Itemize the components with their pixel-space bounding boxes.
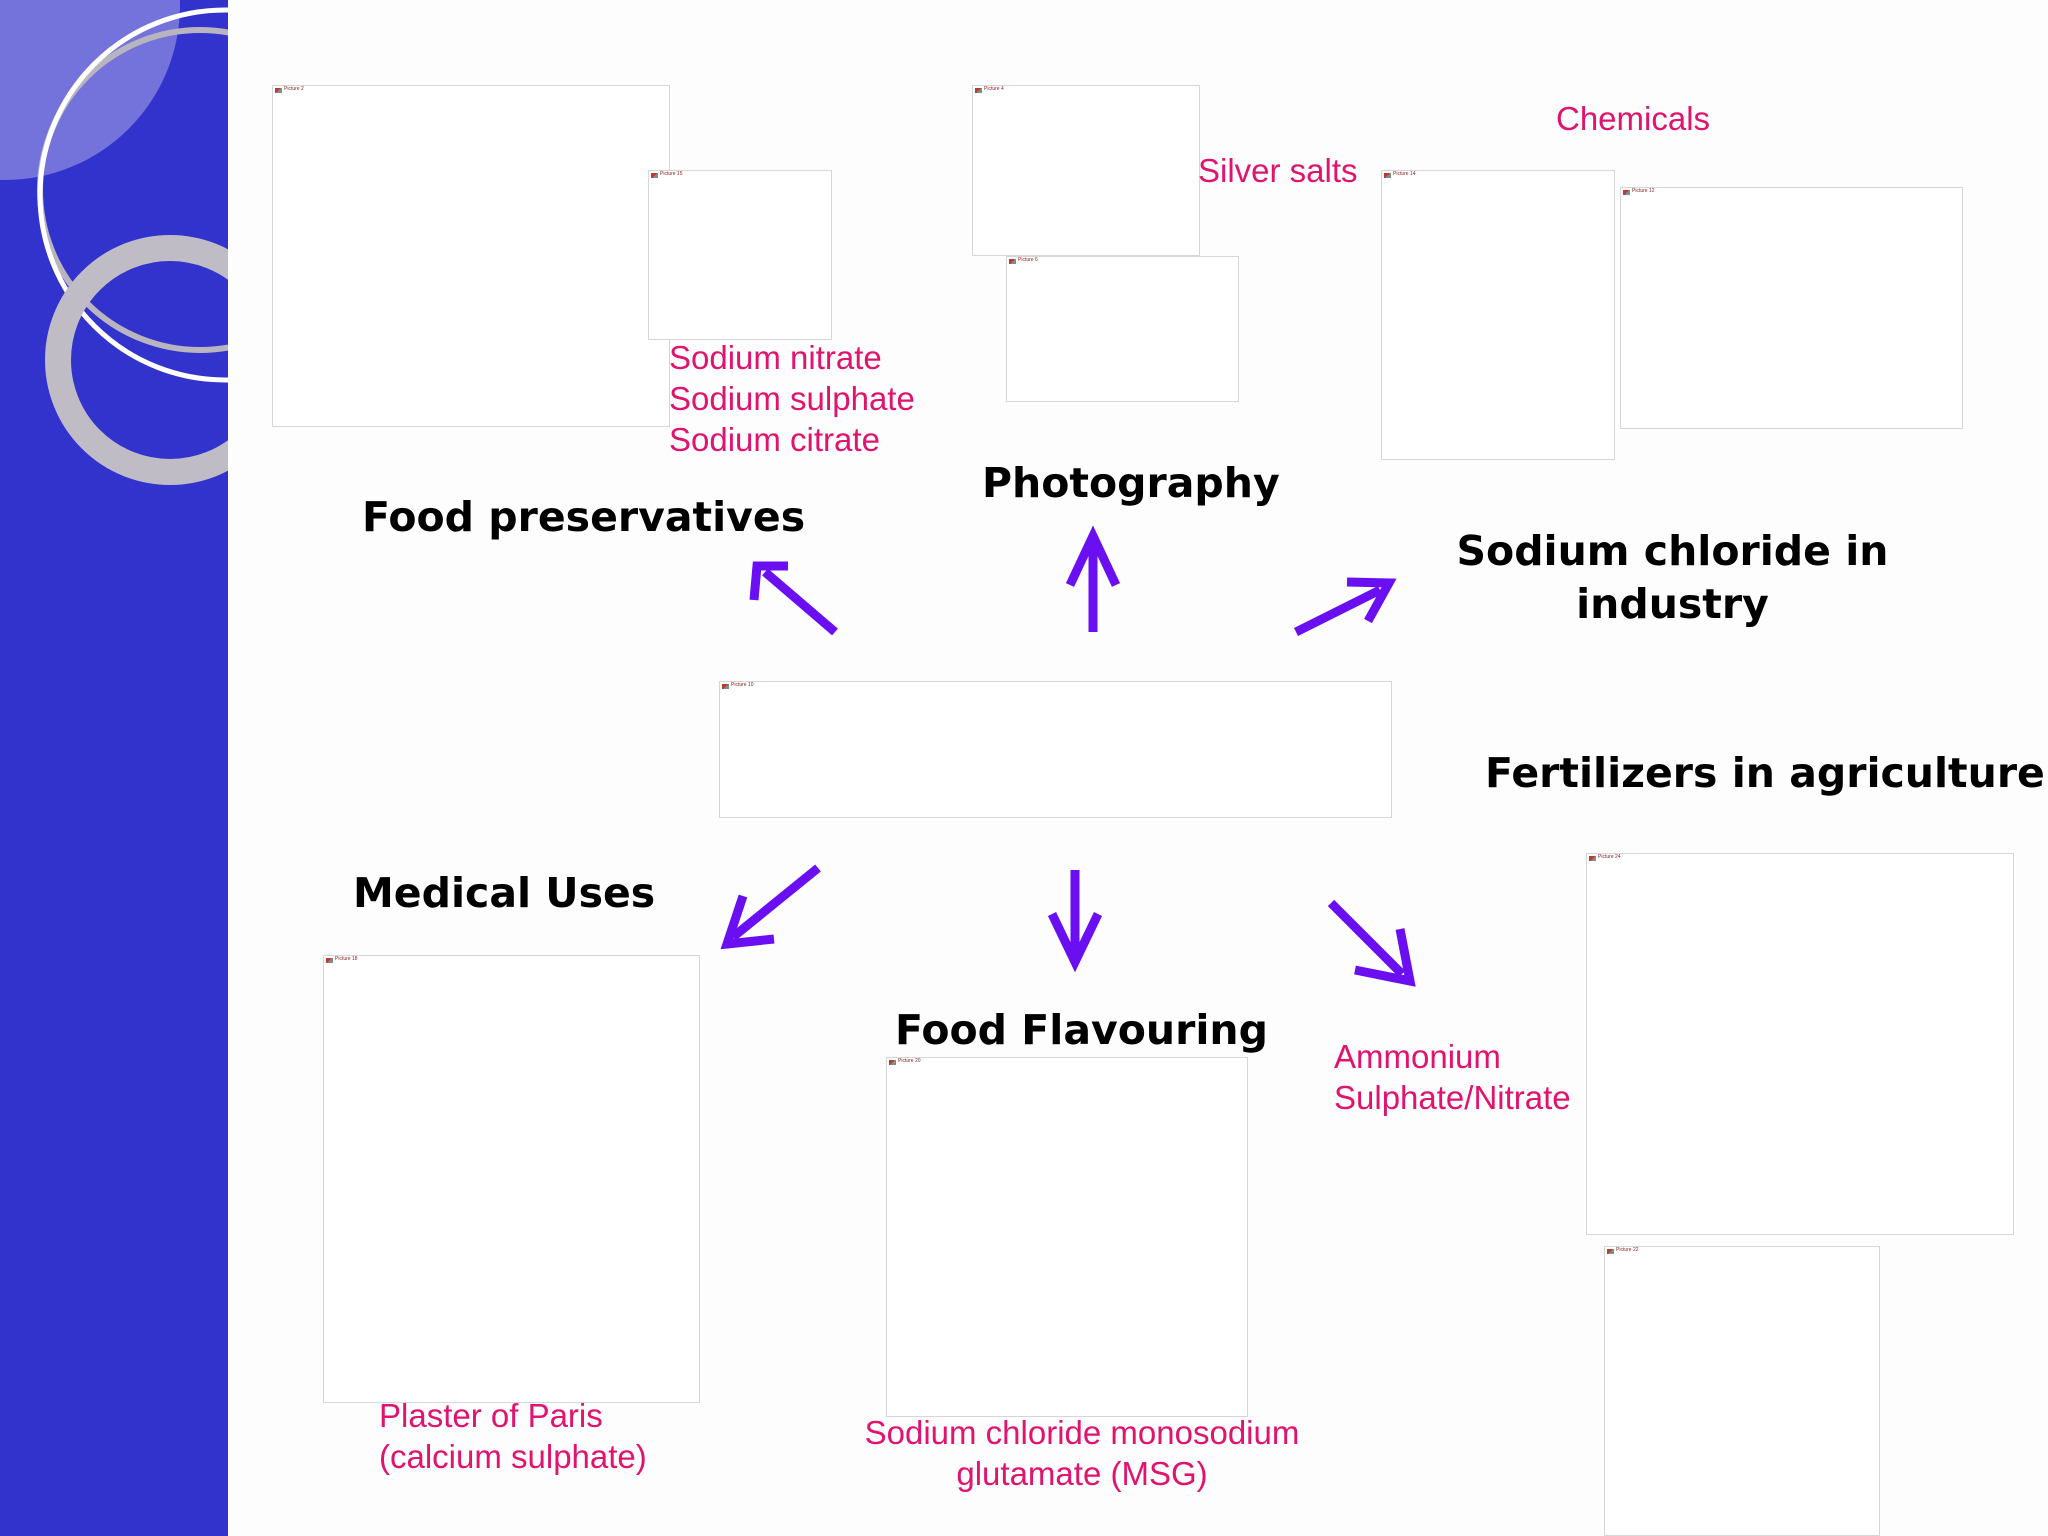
sidebar-decoration	[0, 0, 228, 1536]
image-alt-text: Picture 4	[984, 86, 1004, 92]
photography-image-bottom: Picture 6	[1006, 256, 1239, 402]
example-item: Sodium chloride monosodium	[864, 1414, 1300, 1451]
food-preservatives-examples: Sodium nitrate Sodium sulphate Sodium ci…	[669, 337, 915, 460]
arrow-to-industry	[1293, 577, 1397, 637]
heading-food-flavouring: Food Flavouring	[895, 1006, 1268, 1054]
image-alt-text: Picture 24	[1598, 854, 1621, 860]
medical-image: Picture 18	[323, 955, 700, 1403]
heading-industry-line1: Sodium chloride in	[1456, 527, 1889, 575]
heading-photography: Photography	[982, 459, 1280, 507]
broken-image-icon	[1607, 1249, 1614, 1254]
decorative-circles	[0, 0, 228, 485]
example-item: Silver salts	[1198, 152, 1358, 189]
arrow-to-food-preservatives	[749, 561, 838, 636]
arrow-to-photography	[1065, 525, 1121, 632]
broken-image-icon	[651, 173, 658, 178]
heading-industry: Sodium chloride in industry	[1440, 525, 1905, 632]
example-item: (calcium sulphate)	[379, 1438, 647, 1475]
broken-image-icon	[722, 684, 729, 689]
medical-examples: Plaster of Paris (calcium sulphate)	[379, 1395, 647, 1477]
broken-image-icon	[1009, 259, 1016, 264]
example-item: Sodium citrate	[669, 421, 880, 458]
industry-image-left: Picture 14	[1381, 170, 1615, 460]
arrow-to-food-flavouring	[1047, 870, 1103, 973]
example-item: glutamate (MSG)	[956, 1455, 1208, 1492]
photography-examples: Silver salts	[1198, 150, 1358, 191]
example-item: Sodium sulphate	[669, 380, 915, 417]
photography-image-top: Picture 4	[972, 85, 1200, 256]
broken-image-icon	[326, 958, 333, 963]
broken-image-icon	[889, 1060, 896, 1065]
food-preservatives-image-small: Picture 15	[648, 170, 832, 340]
example-item: Sodium nitrate	[669, 339, 882, 376]
broken-image-icon	[1589, 856, 1596, 861]
image-alt-text: Picture 20	[898, 1058, 921, 1064]
image-alt-text: Picture 14	[1393, 171, 1416, 177]
industry-image-right: Picture 12	[1620, 187, 1963, 429]
agriculture-examples: Ammonium Sulphate/Nitrate	[1334, 1036, 1571, 1118]
heading-medical-uses: Medical Uses	[353, 869, 656, 917]
broken-image-icon	[1623, 190, 1630, 195]
image-alt-text: Picture 2	[284, 86, 304, 92]
broken-image-icon	[1384, 173, 1391, 178]
example-item: Plaster of Paris	[379, 1397, 603, 1434]
heading-industry-line2: industry	[1576, 580, 1769, 629]
example-item: Sulphate/Nitrate	[1334, 1079, 1571, 1116]
image-alt-text: Picture 15	[660, 171, 683, 177]
image-alt-text: Picture 12	[1632, 188, 1655, 194]
broken-image-icon	[975, 88, 982, 93]
heading-food-preservatives: Food preservatives	[362, 493, 806, 541]
industry-examples: Chemicals	[1556, 98, 1710, 139]
example-item: Chemicals	[1556, 100, 1711, 137]
arrow-to-agriculture	[1327, 899, 1416, 987]
agriculture-image-top: Picture 24	[1586, 853, 2014, 1235]
image-alt-text: Picture 6	[1018, 257, 1038, 263]
arrow-to-medical	[720, 864, 821, 950]
heading-agriculture: Fertilizers in agriculture	[1485, 749, 2045, 797]
image-alt-text: Picture 10	[731, 682, 754, 688]
broken-image-icon	[275, 88, 282, 93]
food-flavouring-examples: Sodium chloride monosodium glutamate (MS…	[842, 1412, 1322, 1494]
example-item: Ammonium	[1334, 1038, 1501, 1075]
agriculture-image-bottom: Picture 22	[1604, 1246, 1880, 1536]
food-flavouring-image: Picture 20	[886, 1057, 1248, 1417]
center-image: Picture 10	[719, 681, 1392, 818]
image-alt-text: Picture 22	[1616, 1247, 1639, 1253]
image-alt-text: Picture 18	[335, 956, 358, 962]
